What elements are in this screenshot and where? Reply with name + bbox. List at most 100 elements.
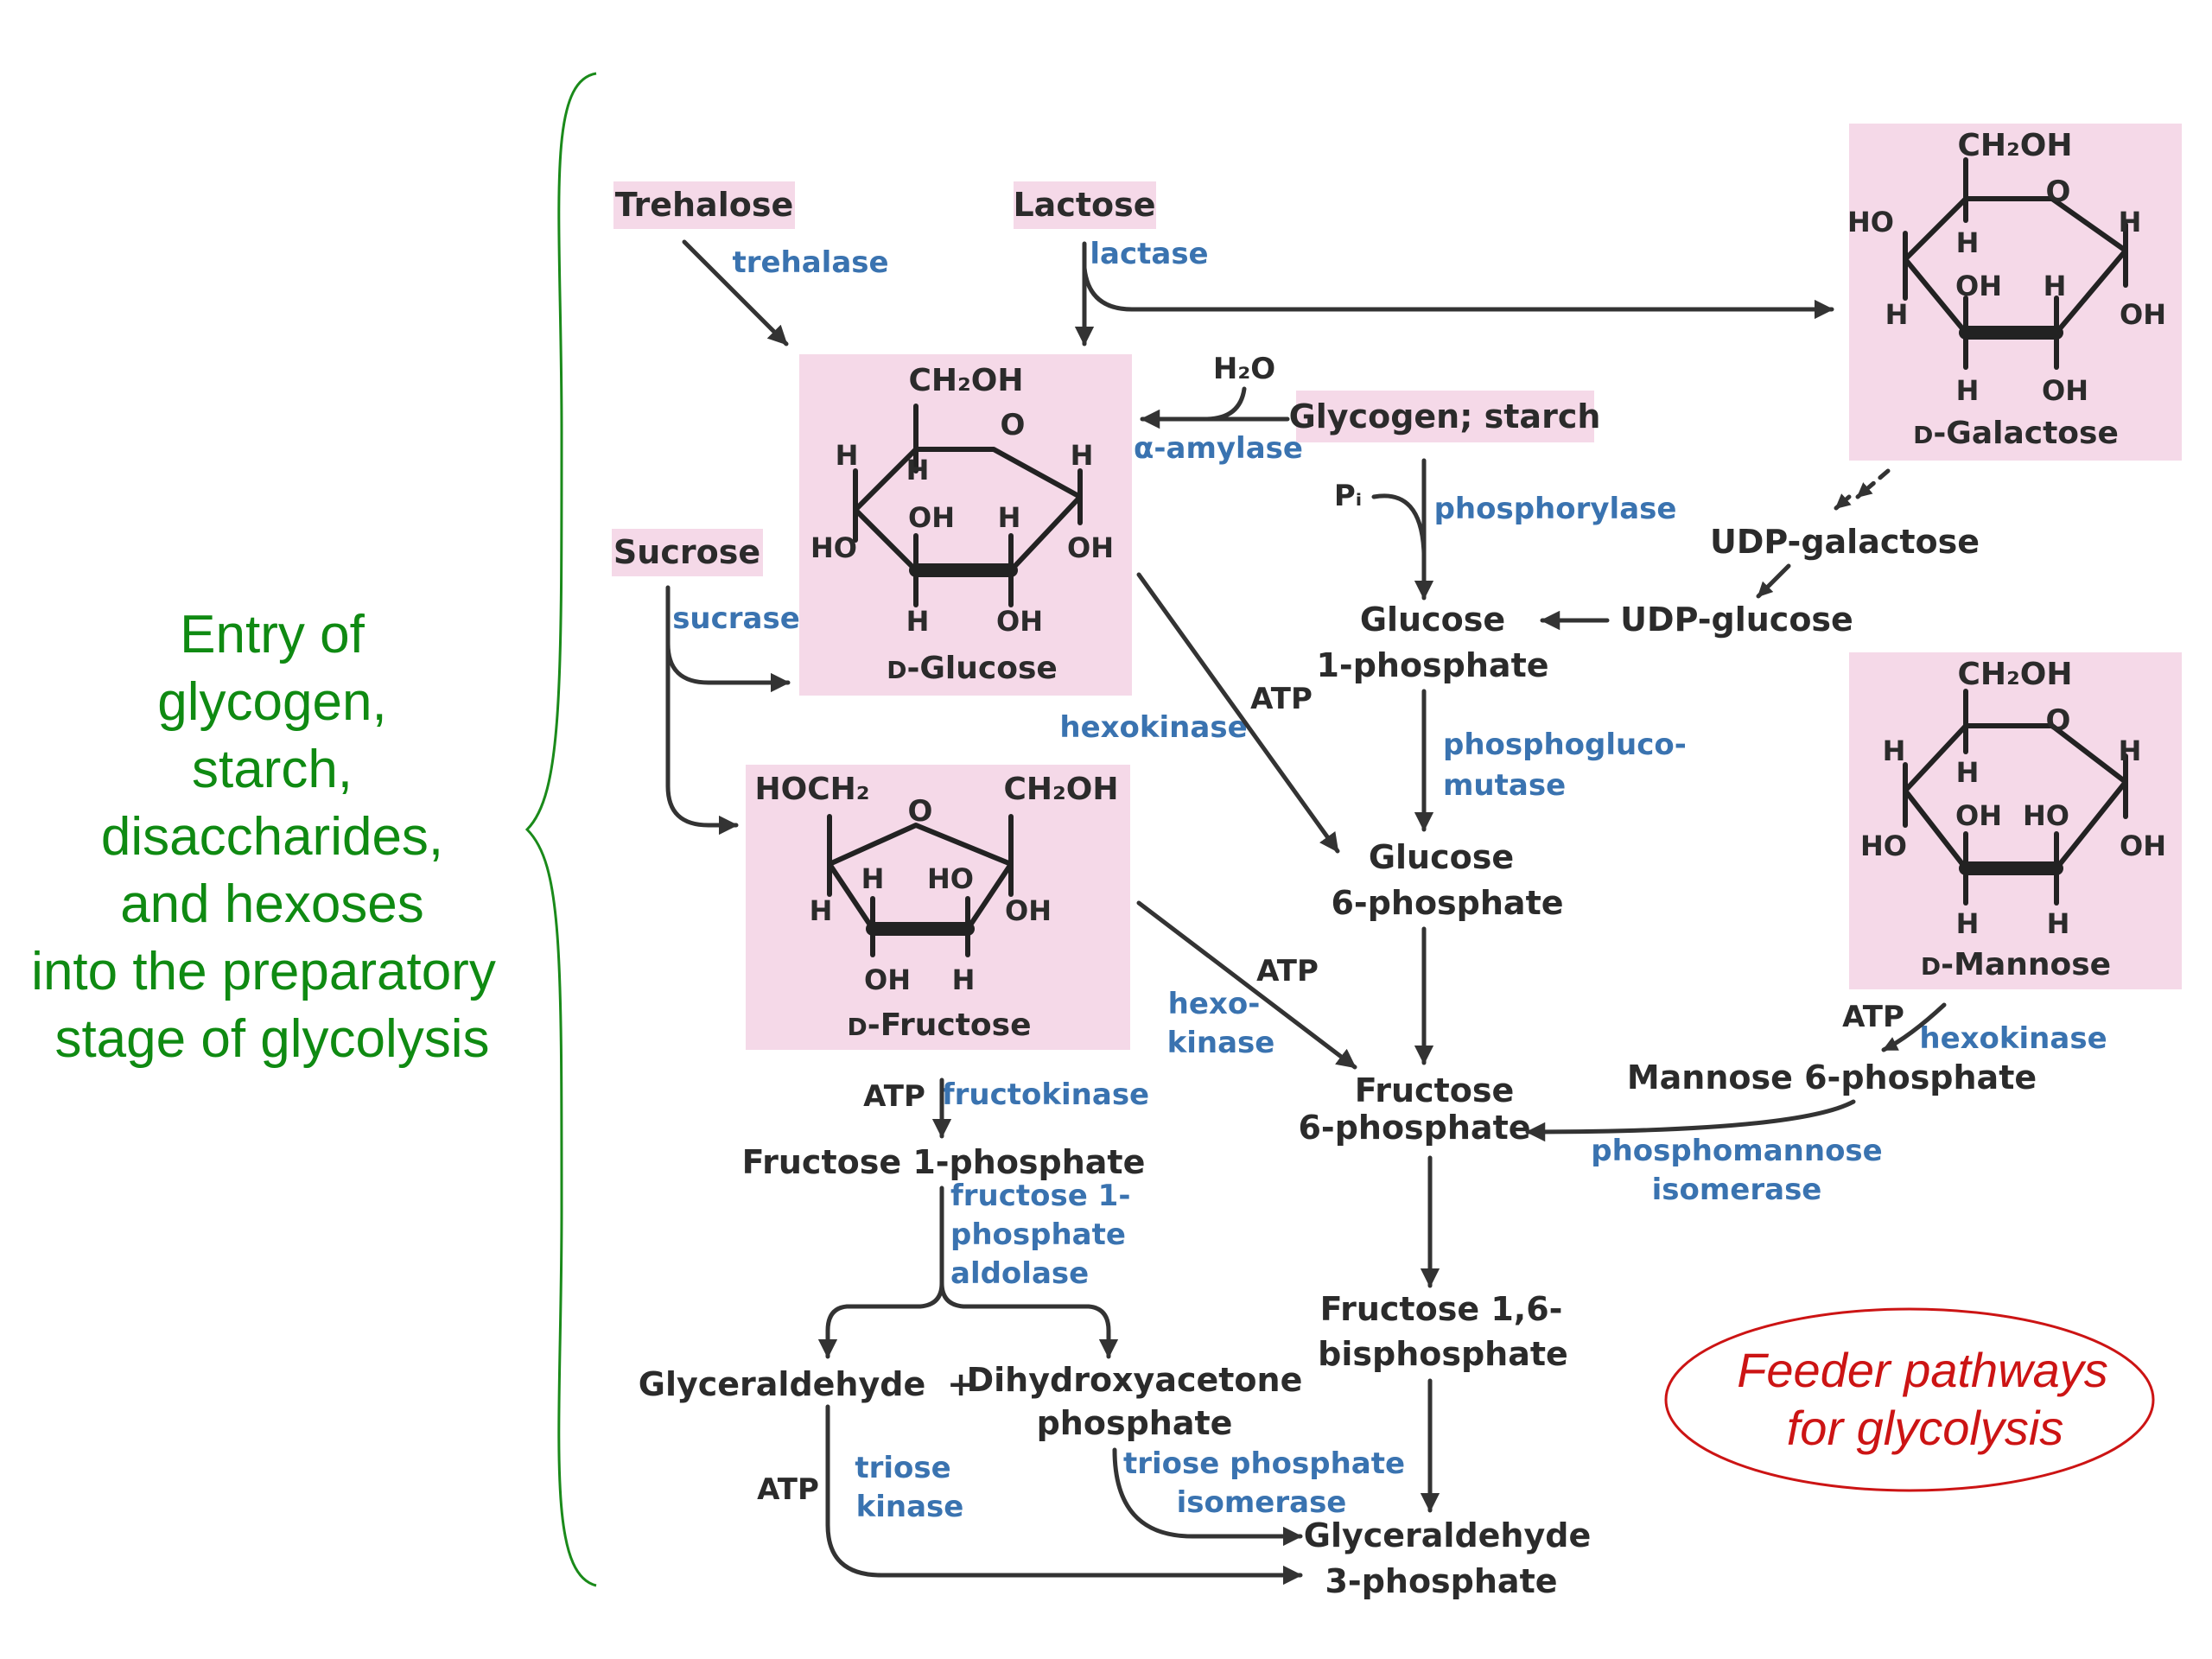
glucose-6p-line2: 6-phosphate (1331, 884, 1563, 922)
brace (524, 72, 597, 1587)
galactose-h2: H (2119, 206, 2142, 238)
h2o-label: H₂O (1213, 352, 1275, 386)
glucose-oh1: OH (908, 501, 955, 534)
lactose-label: Lactose (1013, 186, 1155, 224)
sucrose-label: Sucrose (613, 533, 760, 571)
hexokinase-fructose-line2: kinase (1167, 1026, 1275, 1060)
mannose-h2: H (1956, 756, 1980, 789)
mannose-name: D-Mannose (1921, 947, 2111, 982)
phosphomannose-isomerase-line1: phosphomannose (1591, 1134, 1882, 1168)
glucose-oh3: OH (996, 605, 1043, 638)
fructose-oh1: OH (1005, 894, 1052, 927)
fructose-oh2: OH (864, 963, 911, 996)
trehalase-label: trehalase (732, 245, 888, 280)
galactose-ho: HO (1847, 206, 1894, 238)
fructose-bp-line2: bisphosphate (1318, 1335, 1568, 1373)
reaction-arrows (665, 239, 1947, 1586)
galactose-oh2: OH (2120, 298, 2166, 331)
g3p-line2: 3-phosphate (1325, 1562, 1557, 1600)
mannose-h4: H (1956, 907, 1980, 940)
tpi-line2: isomerase (1177, 1485, 1347, 1520)
glucose-oh2: OH (1067, 531, 1114, 564)
arrow-aldolase-dhap (939, 1281, 1119, 1359)
sucrose-box (612, 529, 763, 576)
dhap-line1: Dihydroxyacetone (967, 1361, 1303, 1399)
mannose-o: O (2046, 703, 2071, 738)
atp-hexokinase-fructose: ATP (1256, 954, 1319, 988)
feeder-callout: Feeder pathways for glycolysis (1664, 1307, 2155, 1492)
glucose-1p-line1: Glucose (1360, 601, 1505, 639)
fructokinase-label: fructokinase (942, 1077, 1149, 1112)
fructose-ch2oh: CH₂OH (1003, 772, 1118, 807)
glycogen-box (1296, 391, 1594, 442)
galactose-h5: H (1956, 374, 1980, 407)
glucose-1p-line2: 1-phosphate (1316, 646, 1548, 684)
fructose-name: D-Fructose (848, 1007, 1032, 1043)
fructose-bp-line1: Fructose 1,6- (1320, 1290, 1563, 1328)
phosphomannose-isomerase-line2: isomerase (1652, 1173, 1822, 1207)
arrow-aldolase-glyceraldehyde (817, 1185, 944, 1359)
fructose-h1: H (861, 862, 885, 895)
f1p-aldolase-line2: phosphate (950, 1217, 1126, 1252)
mannose-oh1: OH (1955, 799, 2002, 832)
galactose-h3: H (2044, 270, 2067, 302)
galactose-ch2oh: CH₂OH (1957, 128, 2072, 163)
udp-galactose-label: UDP-galactose (1710, 523, 1980, 561)
galactose-o: O (2046, 175, 2071, 209)
fructose-structure: HOCH₂ O CH₂OH H HO H OH OH H D-Fructose (746, 765, 1130, 1050)
sucrase-label: sucrase (672, 601, 800, 636)
galactose-h1: H (1956, 226, 1980, 259)
pi-label: Pᵢ (1334, 479, 1362, 513)
side-caption: Entry of glycogen, starch, disaccharides… (31, 605, 496, 1069)
mannose-h3: H (2119, 734, 2142, 767)
glucose-structure: CH₂OH O H H H HO OH H OH H OH D-Glucose (799, 354, 1132, 696)
glucose-h2: H (906, 454, 930, 486)
trehalose-label: Trehalose (615, 186, 793, 224)
f1p-aldolase-line1: fructose 1- (950, 1179, 1130, 1213)
arrow-galactose-udp-2 (1834, 493, 1852, 511)
phosphoglucomutase-line2: mutase (1443, 768, 1566, 803)
tpi-line1: triose phosphate (1123, 1446, 1405, 1481)
dhap-line2: phosphate (1037, 1404, 1233, 1442)
glucose-h1: H (836, 439, 859, 472)
hexokinase-fructose-line1: hexo- (1168, 987, 1261, 1021)
arrow-lactose-galactose (1082, 265, 1834, 320)
arrow-hexokinase-fructose (1136, 900, 1357, 1070)
mannose-h1: H (1883, 734, 1906, 767)
f1p-aldolase-line3: aldolase (950, 1256, 1089, 1291)
glucose-h4: H (998, 501, 1021, 534)
galactose-oh1: OH (1955, 270, 2002, 302)
fructose-6p-line2: 6-phosphate (1298, 1109, 1530, 1147)
glucose-ch2oh: CH₂OH (908, 363, 1023, 398)
pi-curve (1371, 493, 1427, 556)
atp-hexokinase-glucose: ATP (1250, 682, 1313, 716)
arrow-triose-kinase (825, 1404, 1303, 1586)
fructose-h3: H (952, 963, 976, 996)
hexokinase-mannose-label: hexokinase (1919, 1021, 2107, 1056)
side-line-7: stage of glycolysis (54, 1009, 489, 1069)
side-line-1: Entry of (180, 605, 365, 664)
phosphorylase-label: phosphorylase (1434, 492, 1677, 526)
glycogen-starch-label: Glycogen; starch (1289, 397, 1601, 435)
triose-kinase-line2: kinase (856, 1490, 964, 1524)
fructose-o: O (908, 794, 933, 829)
lactase-label: lactase (1090, 237, 1208, 271)
phosphoglucomutase-line1: phosphogluco- (1443, 728, 1687, 762)
amylase-label: α-amylase (1134, 431, 1303, 466)
glucose-name: D-Glucose (887, 651, 1058, 686)
h2o-curve (1203, 386, 1247, 422)
glyceraldehyde-label: Glyceraldehyde (639, 1365, 925, 1403)
glucose-o: O (1001, 408, 1026, 442)
side-line-3: starch, (192, 740, 353, 799)
galactose-structure: CH₂OH O HO H H OH H H OH H OH D-Galactos… (1847, 124, 2182, 461)
glucose-h3: H (1071, 439, 1094, 472)
mannose-structure: CH₂OH O H H H OH HO HO OH H H D-Mannose (1849, 652, 2182, 989)
fructose-h2: H (810, 894, 833, 927)
fructose-1p-label: Fructose 1-phosphate (742, 1143, 1146, 1181)
udp-glucose-label: UDP-glucose (1620, 601, 1853, 639)
arrow-phosphomannose-isomerase (1525, 1099, 1856, 1142)
atp-triose-kinase: ATP (757, 1472, 819, 1507)
mannose-h5: H (2047, 907, 2070, 940)
g3p-line1: Glyceraldehyde (1304, 1516, 1591, 1554)
